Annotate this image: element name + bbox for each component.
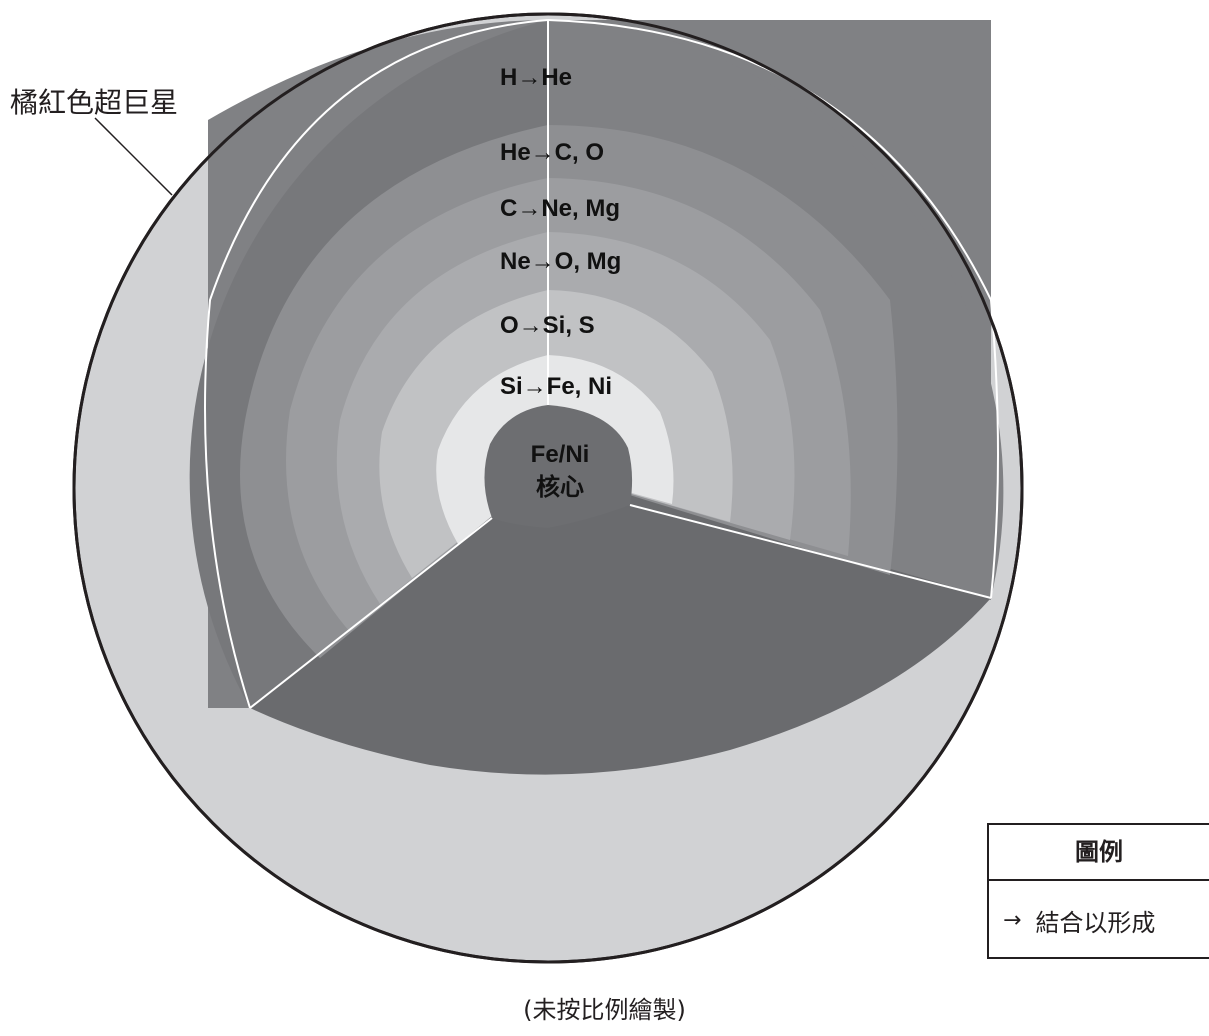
layer-label-6: Si→Fe, Ni [500, 373, 612, 400]
cut-edge-right [629, 504, 992, 599]
scale-note: (未按比例繪製) [523, 996, 686, 1024]
legend-item: → 結合以形成 [989, 881, 1209, 959]
shell-label: 橘紅色超巨星 [10, 87, 178, 118]
layer-label-3: C→Ne, Mg [500, 195, 620, 222]
fe-ni-core [484, 405, 633, 528]
layer-label-4: Ne→O, Mg [500, 248, 621, 275]
layer-label-5: O→Si, S [500, 312, 595, 339]
core-label-line2: 核心 [536, 473, 584, 501]
arrow-icon: → [1003, 907, 1022, 933]
legend-item-label: 結合以形成 [1035, 908, 1156, 937]
core-label-line1: Fe/Ni [531, 441, 590, 468]
cut-edge-outer-right [547, 19, 999, 599]
layer-label-2: He→C, O [500, 139, 604, 166]
legend-title: 圖例 [989, 825, 1209, 881]
layer-label-1: H→He [500, 64, 572, 91]
legend-box: 圖例 → 結合以形成 [987, 823, 1209, 959]
cut-edge-outer-left [204, 19, 549, 709]
cut-edge-left [249, 517, 493, 709]
shell-label-pointer [94, 117, 173, 196]
outer-outline [72, 12, 1024, 964]
